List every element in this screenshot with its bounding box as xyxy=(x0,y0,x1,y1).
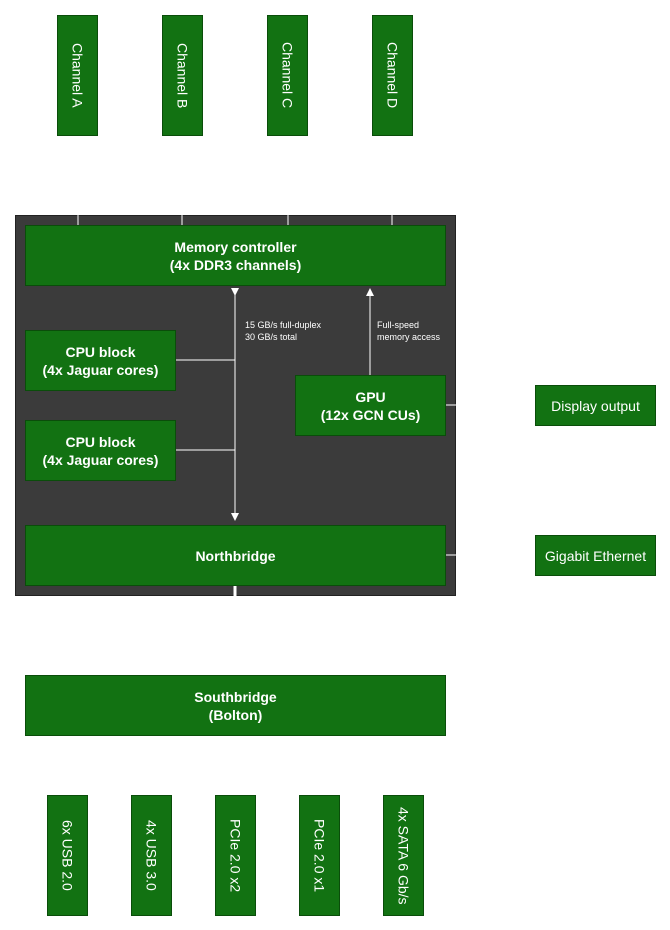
memory-controller-subtitle: (4x DDR3 channels) xyxy=(169,256,302,273)
ethernet-label: Gigabit Ethernet xyxy=(544,547,647,564)
gpu-access-annotation: Full-speed memory access xyxy=(377,319,440,343)
io-sata-box: 4x SATA 6 Gb/s xyxy=(383,795,424,916)
southbridge-title: Southbridge xyxy=(194,688,277,705)
gpu-access-line-2: memory access xyxy=(377,332,441,342)
channel-d-label: Channel D xyxy=(384,42,401,109)
io-usb3-label: 4x USB 3.0 xyxy=(143,820,160,891)
bandwidth-line-1: 15 GB/s full-duplex xyxy=(245,320,322,330)
channel-b-box: Channel B xyxy=(162,15,203,136)
cpu-block-2-title: CPU block xyxy=(65,433,136,450)
gpu-box: GPU (12x GCN CUs) xyxy=(295,375,446,436)
cpu-block-1: CPU block (4x Jaguar cores) xyxy=(25,330,176,391)
cpu-block-2-subtitle: (4x Jaguar cores) xyxy=(42,451,159,468)
cpu-block-1-title: CPU block xyxy=(65,343,136,360)
bandwidth-line-2: 30 GB/s total xyxy=(245,332,298,342)
gpu-subtitle: (12x GCN CUs) xyxy=(320,406,421,423)
channel-a-label: Channel A xyxy=(69,43,86,108)
northbridge-box: Northbridge xyxy=(25,525,446,586)
io-sata-label: 4x SATA 6 Gb/s xyxy=(395,806,412,905)
channel-a-box: Channel A xyxy=(57,15,98,136)
channel-c-label: Channel C xyxy=(279,42,296,109)
display-output-label: Display output xyxy=(551,397,640,414)
io-usb2-label: 6x USB 2.0 xyxy=(59,820,76,891)
channel-b-label: Channel B xyxy=(174,42,191,109)
southbridge-subtitle: (Bolton) xyxy=(208,706,263,723)
bandwidth-annotation: 15 GB/s full-duplex 30 GB/s total xyxy=(245,319,321,343)
gpu-title: GPU xyxy=(355,388,386,405)
io-usb3-box: 4x USB 3.0 xyxy=(131,795,172,916)
memory-controller-title: Memory controller xyxy=(174,238,297,255)
memory-controller-box: Memory controller (4x DDR3 channels) xyxy=(25,225,446,286)
cpu-block-1-subtitle: (4x Jaguar cores) xyxy=(42,361,159,378)
ethernet-box: Gigabit Ethernet xyxy=(535,535,656,576)
channel-c-box: Channel C xyxy=(267,15,308,136)
cpu-block-2: CPU block (4x Jaguar cores) xyxy=(25,420,176,481)
io-usb2-box: 6x USB 2.0 xyxy=(47,795,88,916)
io-pcie-x2-label: PCIe 2.0 x2 xyxy=(227,818,244,893)
display-output-box: Display output xyxy=(535,385,656,426)
southbridge-box: Southbridge (Bolton) xyxy=(25,675,446,736)
io-pcie-x2-box: PCIe 2.0 x2 xyxy=(215,795,256,916)
channel-d-box: Channel D xyxy=(372,15,413,136)
io-pcie-x1-label: PCIe 2.0 x1 xyxy=(311,818,328,893)
io-pcie-x1-box: PCIe 2.0 x1 xyxy=(299,795,340,916)
northbridge-label: Northbridge xyxy=(195,547,276,564)
gpu-access-line-1: Full-speed xyxy=(377,320,420,330)
